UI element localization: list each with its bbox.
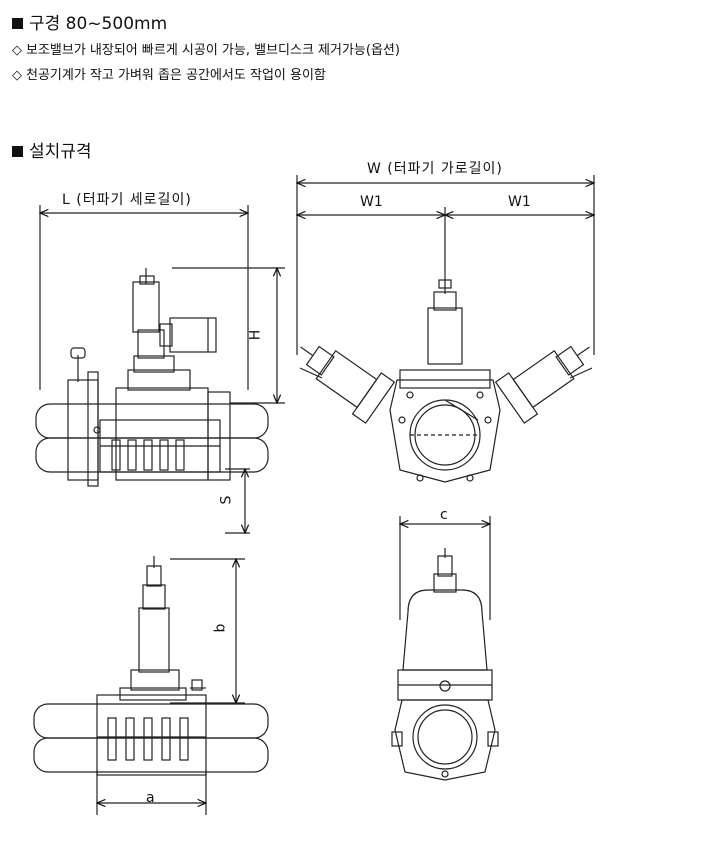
install-heading: 설치규격	[12, 137, 92, 162]
dim-label-c: c	[440, 507, 448, 523]
diamond-bullet-icon: ◇	[12, 43, 22, 58]
bullet-item: ◇보조밸브가 내장되어 빠르게 시공이 가능, 밸브디스크 제거가능(옵션)	[12, 43, 400, 58]
diameter-heading: 구경 80~500mm	[12, 9, 167, 34]
dim-label-S: S	[218, 495, 235, 505]
dim-label-W1-right: W1	[508, 194, 531, 210]
valve-front-view	[391, 516, 499, 781]
dim-label-W: W (터파기 가로길이)	[367, 161, 503, 177]
square-bullet-icon	[12, 18, 23, 29]
dim-label-b: b	[212, 623, 229, 633]
diamond-bullet-icon: ◇	[12, 68, 22, 83]
side-view	[35, 205, 285, 533]
dim-label-W1-left: W1	[360, 194, 383, 210]
bullet-item: ◇천공기계가 작고 가벼워 좁은 공간에서도 작업이 용이함	[12, 68, 326, 83]
front-view-drills	[286, 175, 604, 483]
square-bullet-icon	[12, 146, 23, 157]
dim-label-L: L (터파기 세로길이)	[62, 192, 192, 208]
dim-label-H: H	[247, 329, 264, 341]
dim-label-a: a	[146, 790, 155, 806]
valve-side-view	[33, 556, 269, 815]
